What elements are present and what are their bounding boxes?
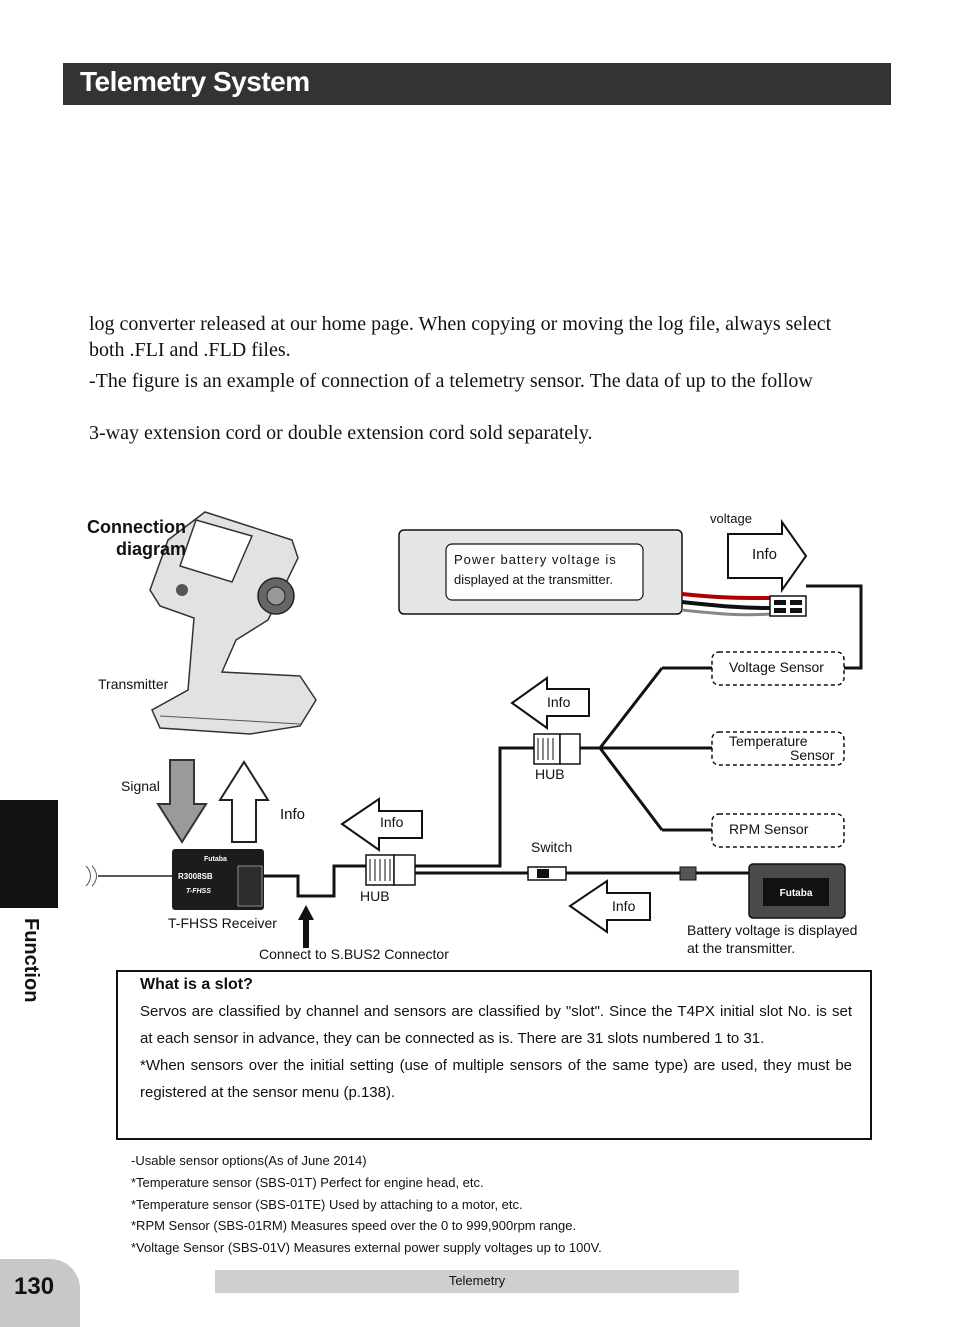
svg-text:T-FHSS: T-FHSS <box>186 888 211 895</box>
rpm-sensor-label: RPM Sensor <box>729 821 809 837</box>
temperature-sensor-label-1: Temperature <box>729 733 808 749</box>
slot-text-2: *When sensors over the initial setting (… <box>140 1057 852 1101</box>
svg-text:Futaba: Futaba <box>780 888 813 899</box>
info-hub-lower-label: Info <box>380 814 404 830</box>
rpm-sensor-box <box>711 813 845 848</box>
transmitter-icon <box>149 511 317 735</box>
slot-title: What is a slot? <box>140 976 253 993</box>
battery-note-line-1: Battery voltage is displayed <box>687 922 858 938</box>
battery-icon: Futaba <box>748 863 846 919</box>
info-arrow-top <box>727 518 808 594</box>
voltage-sensor-label: Voltage Sensor <box>729 659 824 675</box>
note-line: *Voltage Sensor (SBS-01V) Measures exter… <box>131 1240 602 1256</box>
body-line-1: log converter released at our home page.… <box>89 313 832 335</box>
footer-bar <box>215 1270 739 1293</box>
slot-text-1: Servos are classified by channel and sen… <box>140 1003 852 1047</box>
hub-upper-icon <box>533 733 581 765</box>
footer-section: Telemetry <box>448 1273 506 1288</box>
body-line-4: 3-way extension cord or double extension… <box>89 422 593 444</box>
info-arrow-hub-upper <box>510 676 590 730</box>
info-label-receiver: Info <box>280 806 306 823</box>
note-line: *RPM Sensor (SBS-01RM) Measures speed ov… <box>131 1218 577 1234</box>
switch-icon <box>527 866 567 881</box>
temperature-sensor-box <box>711 731 845 766</box>
body-line-2: both .FLI and .FLD files. <box>89 339 291 361</box>
battery-note-line-2: at the transmitter. <box>687 940 796 956</box>
note-line: -Usable sensor options(As of June 2014) <box>131 1153 367 1168</box>
page-number: 130 <box>14 1273 55 1300</box>
info-up-arrow <box>218 760 270 843</box>
signal-arrow <box>156 759 208 844</box>
info-top-label: Info <box>752 546 778 563</box>
note-line: *Temperature sensor (SBS-01TE) Used by a… <box>131 1196 523 1212</box>
body-line-3: -The figure is an example of connection … <box>89 370 813 392</box>
note-line: *Temperature sensor (SBS-01T) Perfect fo… <box>131 1174 484 1190</box>
info-hub-upper-label: Info <box>547 694 571 710</box>
connector-icon <box>679 866 697 881</box>
power-note-line-2: displayed at the transmitter. <box>454 572 613 587</box>
voltage-label: voltage <box>710 511 752 526</box>
info-arrow-battery <box>568 879 651 934</box>
connection-diagram: Futaba R3008SB T-FHSS <box>85 511 863 948</box>
receiver-icon: Futaba R3008SB T-FHSS <box>85 849 264 910</box>
signal-label: Signal <box>121 778 160 794</box>
page-title: Telemetry System <box>80 66 310 97</box>
hub-lower-icon <box>365 854 416 886</box>
transmitter-label: Transmitter <box>98 676 169 692</box>
slot-info-box <box>116 970 872 1140</box>
info-arrow-hub-lower <box>340 797 423 852</box>
page-number-tab <box>0 1259 80 1327</box>
switch-label: Switch <box>531 839 573 855</box>
connect-arrow <box>298 905 314 948</box>
side-tab <box>0 800 58 908</box>
hub-lower-label: HUB <box>360 888 390 904</box>
slot-text: Servos are classified by channel and sen… <box>140 998 852 1106</box>
power-note-line-1: Power battery voltage is <box>454 552 617 567</box>
diagram-heading: Connection diagram <box>87 517 186 559</box>
title-bar <box>63 63 891 105</box>
sensor-notes: -Usable sensor options(As of June 2014) … <box>131 1150 602 1259</box>
svg-text:Futaba: Futaba <box>204 856 227 863</box>
info-battery-label: Info <box>612 898 636 914</box>
hub-upper-label: HUB <box>535 766 565 782</box>
power-battery-icon <box>398 529 807 617</box>
receiver-label: T-FHSS Receiver <box>168 915 277 931</box>
voltage-sensor-box <box>711 651 845 686</box>
svg-text:R3008SB: R3008SB <box>178 872 213 881</box>
temperature-sensor-label-2: Sensor <box>790 747 835 763</box>
connect-label: Connect to S.BUS2 Connector <box>259 946 449 962</box>
